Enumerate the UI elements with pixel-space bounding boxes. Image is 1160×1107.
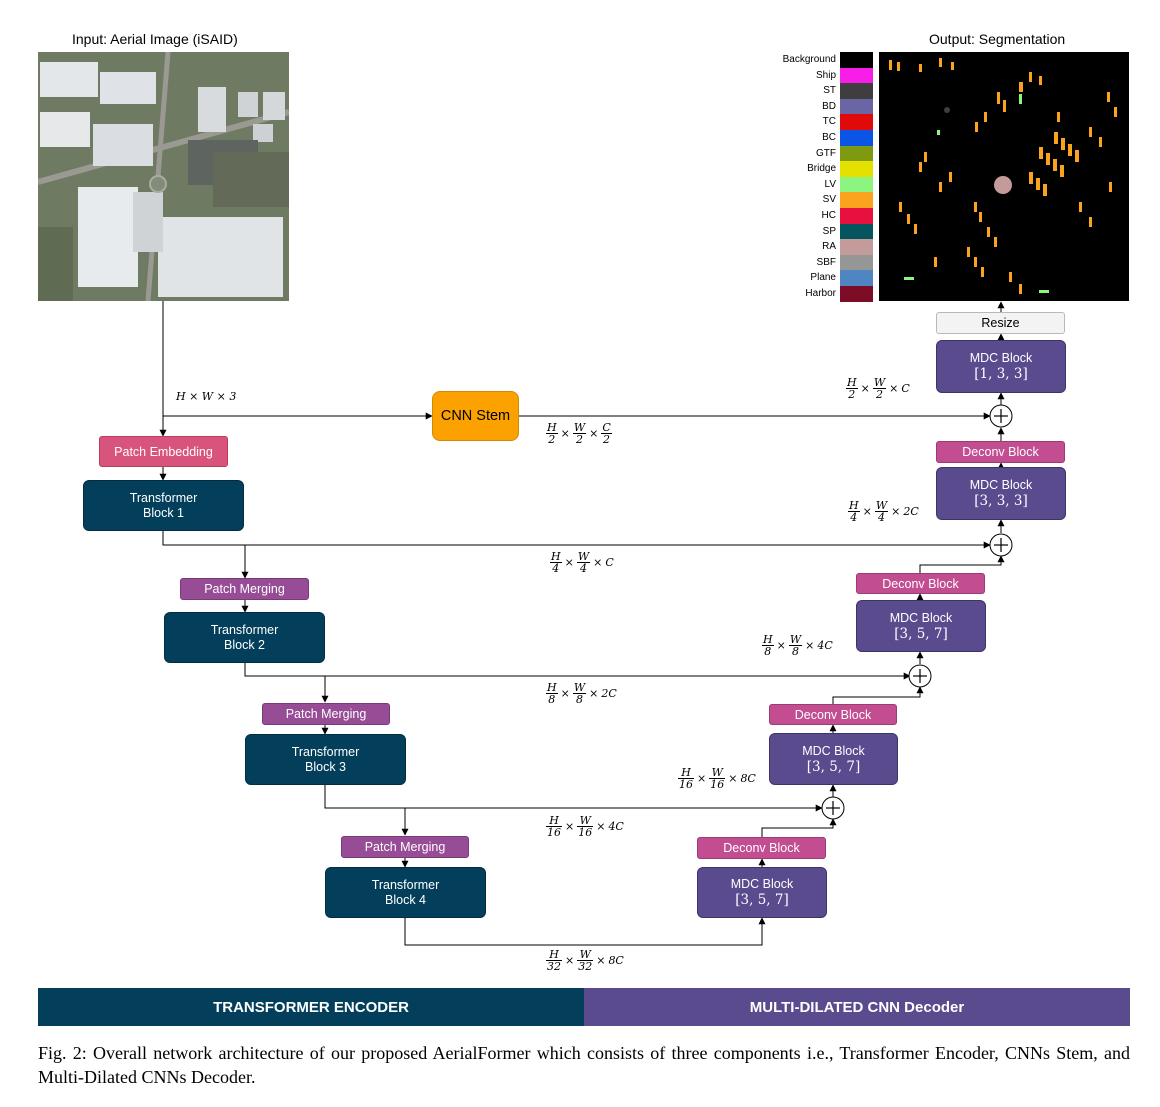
legend-swatch-plane [840, 270, 873, 287]
legend-label-sbf: SBF [816, 256, 836, 268]
legend-swatch-ra [840, 239, 873, 256]
transformer-block-2: Transformer Block 2 [164, 612, 325, 663]
legend-label-background: Background [782, 54, 836, 65]
mdc-block-3-dilation: [3, 5, 7] [894, 625, 948, 642]
legend-label-sp: SP [822, 225, 836, 237]
patch-merging-3: Patch Merging [341, 836, 469, 858]
input-title: Input: Aerial Image (iSAID) [72, 31, 238, 47]
mdc-block-4: MDC Block [3, 5, 7] [769, 733, 898, 785]
legend-label-ra: RA [822, 241, 836, 253]
legend-label-gtf: GTF [816, 147, 836, 159]
legend-label-sv: SV [822, 194, 836, 206]
legend-swatch-tc [840, 114, 873, 131]
patch-merging-2: Patch Merging [262, 703, 390, 725]
legend-label-lv: LV [824, 178, 837, 190]
mdc-block-final: MDC Block [1, 3, 3] [936, 340, 1066, 393]
legend-swatch-gtf [840, 145, 873, 162]
transformer-block-3-line1: Transformer [291, 744, 360, 759]
legend-swatch-sp [840, 223, 873, 240]
transformer-block-1-line1: Transformer [129, 490, 198, 505]
mdc-block-5-dilation: [3, 5, 7] [735, 892, 789, 908]
transformer-block-4: Transformer Block 4 [325, 867, 486, 918]
legend-swatch-st [840, 83, 873, 100]
transformer-block-1: Transformer Block 1 [83, 480, 244, 531]
transformer-block-2-line1: Transformer [210, 622, 279, 637]
mdc-block-5-label: MDC Block [730, 877, 794, 891]
deconv-block-2: Deconv Block [856, 573, 985, 594]
mdc-block-2-label: MDC Block [969, 478, 1033, 492]
legend-swatch-bc [840, 130, 873, 147]
transformer-block-4-line2: Block 4 [385, 892, 426, 907]
mdc-block-4-dilation: [3, 5, 7] [806, 758, 861, 775]
mdc-block-final-dilation: [1, 3, 3] [974, 366, 1028, 382]
resize-block: Resize [936, 312, 1065, 334]
legend-label-hc: HC [821, 210, 836, 221]
mdc-block-final-label: MDC Block [969, 351, 1033, 365]
legend-swatch-ship [840, 67, 873, 84]
encoder-bar: TRANSFORMER ENCODER [38, 988, 584, 1026]
legend-swatch-bd [840, 98, 873, 115]
mdc-block-4-label: MDC Block [802, 743, 865, 758]
legend-label-tc: TC [822, 116, 836, 128]
segmentation-output-image [879, 52, 1129, 301]
aerial-input-image [38, 52, 289, 301]
legend-swatch-sbf [840, 254, 873, 271]
legend-label-st: ST [823, 85, 836, 97]
patch-merging-1: Patch Merging [180, 578, 309, 600]
deconv-block-4: Deconv Block [697, 837, 826, 859]
transformer-block-1-line2: Block 1 [143, 505, 184, 520]
transformer-block-4-line1: Transformer [371, 877, 440, 892]
mdc-block-3: MDC Block [3, 5, 7] [856, 600, 986, 652]
transformer-block-2-line2: Block 2 [224, 637, 265, 652]
mdc-block-3-label: MDC Block [889, 610, 953, 625]
mdc-block-2-dilation: [3, 3, 3] [974, 493, 1028, 509]
dim-input: H × W × 3 [176, 390, 237, 403]
deconv-block-1: Deconv Block [936, 441, 1065, 463]
patch-embedding-block: Patch Embedding [99, 436, 228, 467]
legend-swatch-bridge [840, 161, 873, 178]
deconv-block-3: Deconv Block [769, 704, 897, 725]
legend-label-ship: Ship [815, 69, 836, 81]
legend-label-bd: BD [822, 100, 836, 112]
decoder-bar: MULTI-DILATED CNN Decoder [584, 988, 1130, 1026]
mdc-block-2: MDC Block [3, 3, 3] [936, 467, 1066, 520]
figure-caption: Fig. 2: Overall network architecture of … [38, 1043, 1130, 1087]
legend-swatch-background [840, 52, 873, 69]
legend-label-plane: Plane [810, 272, 836, 284]
mdc-block-5: MDC Block [3, 5, 7] [697, 867, 827, 918]
transformer-block-3-line2: Block 3 [305, 759, 346, 774]
legend-swatch-sv [840, 192, 873, 209]
legend-label-bc: BC [822, 132, 836, 143]
legend-swatch-harbor [840, 286, 873, 303]
legend-label-harbor: Harbor [805, 288, 836, 299]
legend-label-bridge: Bridge [807, 163, 836, 175]
legend-swatch-hc [840, 208, 873, 225]
legend-swatch-lv [840, 176, 873, 193]
sum-nodes [821, 404, 1013, 820]
transformer-block-3: Transformer Block 3 [245, 734, 406, 785]
output-title: Output: Segmentation [929, 31, 1066, 47]
cnn-stem-block: CNN Stem [432, 391, 519, 441]
